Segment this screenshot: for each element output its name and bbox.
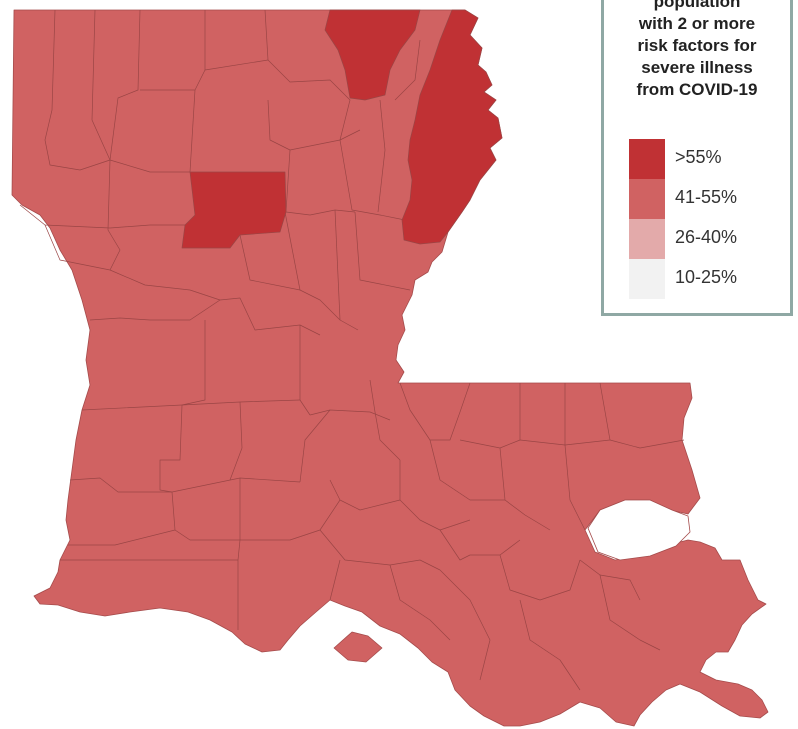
marsh-island xyxy=(333,631,383,663)
legend-label: >55% xyxy=(675,147,722,167)
legend-label: 41-55% xyxy=(675,187,738,207)
parish-high-northeast xyxy=(324,9,421,101)
parish-boundaries xyxy=(19,9,685,691)
parish-high-east-strip xyxy=(401,9,503,245)
parish-high-central xyxy=(181,171,287,249)
legend-swatch xyxy=(629,179,665,219)
legend-swatch xyxy=(629,139,665,179)
legend-item: >55% xyxy=(629,139,789,179)
legend-item: 41-55% xyxy=(629,179,789,219)
legend-swatch xyxy=(629,219,665,259)
legend-label: 26-40% xyxy=(675,227,738,247)
legend-item: 26-40% xyxy=(629,219,789,259)
legend: population with 2 or more risk factors f… xyxy=(601,0,793,316)
legend-label: 10-25% xyxy=(675,267,738,287)
legend-swatch xyxy=(629,259,665,299)
legend-item: 10-25% xyxy=(629,259,789,299)
legend-title: population with 2 or more risk factors f… xyxy=(636,0,758,99)
lake-pontchartrain xyxy=(587,499,691,561)
